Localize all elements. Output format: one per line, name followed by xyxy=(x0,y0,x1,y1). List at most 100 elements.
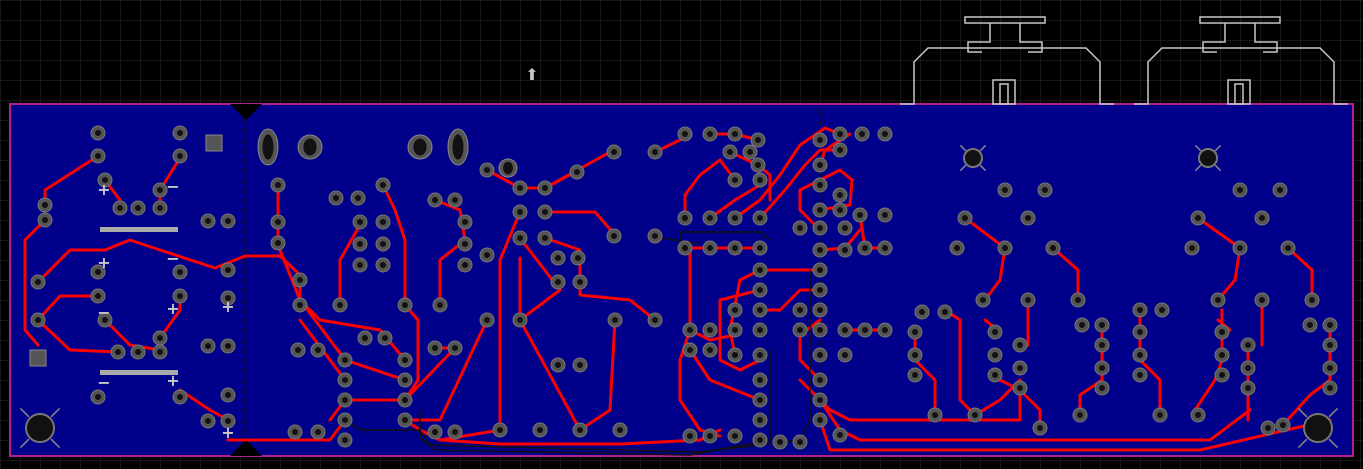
pad-hole xyxy=(817,287,823,293)
pad-hole xyxy=(177,153,183,159)
plus-sign: + xyxy=(97,253,110,272)
pad-hole xyxy=(157,335,163,341)
mounting-hole-mark xyxy=(979,144,987,152)
pad-hole xyxy=(577,427,583,433)
pad-hole xyxy=(912,329,918,335)
pad-hole xyxy=(817,417,823,423)
pad-hole xyxy=(1307,322,1313,328)
mounting-hole-mark xyxy=(1328,438,1339,449)
pad-hole xyxy=(1285,245,1291,251)
pad-hole xyxy=(402,377,408,383)
minus-sign: − xyxy=(97,373,110,392)
pad-hole xyxy=(1219,329,1225,335)
pad-hole xyxy=(817,162,823,168)
pad-hole xyxy=(797,225,803,231)
pad-hole xyxy=(1327,385,1333,391)
pad-hole xyxy=(732,352,738,358)
pad-hole xyxy=(297,302,303,308)
pad-hole xyxy=(611,149,617,155)
pad-hole xyxy=(617,427,623,433)
pad-hole xyxy=(1002,245,1008,251)
mounting-hole-mark xyxy=(1328,407,1339,418)
pad-hole xyxy=(842,247,848,253)
pad-hole xyxy=(1280,422,1286,428)
pad-hole xyxy=(1215,297,1221,303)
pad-hole xyxy=(342,397,348,403)
pad-hole xyxy=(1099,385,1105,391)
silkscreen-symbols: + − + − − + − + + + xyxy=(97,177,234,442)
pad-hole xyxy=(382,335,388,341)
pad-hole xyxy=(452,345,458,351)
mounting-hole-mark xyxy=(50,438,61,449)
pad-hole xyxy=(1137,329,1143,335)
pad-hole xyxy=(157,187,163,193)
pad-hole xyxy=(1189,245,1195,251)
pad-hole xyxy=(1265,425,1271,431)
pad-hole xyxy=(102,177,108,183)
pad-hole xyxy=(992,372,998,378)
pad-hole xyxy=(682,245,688,251)
pad-hole xyxy=(1245,365,1251,371)
pad-hole xyxy=(102,317,108,323)
pad-hole xyxy=(707,347,713,353)
pad-hole xyxy=(707,327,713,333)
pad-hole xyxy=(1219,352,1225,358)
pad-hole xyxy=(1219,372,1225,378)
pad-hole xyxy=(177,269,183,275)
pad-hole xyxy=(817,207,823,213)
pad-hole xyxy=(432,197,438,203)
pad-hole xyxy=(275,219,281,225)
pad-hole xyxy=(755,137,761,143)
pad-hole xyxy=(1195,412,1201,418)
pad-hole xyxy=(757,377,763,383)
plus-sign: + xyxy=(221,297,234,316)
pad-hole xyxy=(817,377,823,383)
pad-hole xyxy=(962,215,968,221)
pad-hole xyxy=(1327,365,1333,371)
pad-hole xyxy=(912,352,918,358)
pad-hole xyxy=(882,212,888,218)
pad-hole xyxy=(817,352,823,358)
pad-hole xyxy=(797,439,803,445)
pad-hole xyxy=(484,252,490,258)
connector-hole xyxy=(503,161,513,175)
pad-hole xyxy=(882,131,888,137)
pad-hole xyxy=(1327,322,1333,328)
pad-hole xyxy=(555,362,561,368)
pad-hole xyxy=(555,255,561,261)
pad-hole xyxy=(707,433,713,439)
pad-hole xyxy=(611,233,617,239)
pad-hole xyxy=(577,279,583,285)
pad-hole xyxy=(292,429,298,435)
pad-hole xyxy=(362,335,368,341)
mounting-hole-mark xyxy=(19,438,30,449)
pad-hole xyxy=(432,345,438,351)
pad-hole xyxy=(757,215,763,221)
pad-hole xyxy=(380,219,386,225)
pad-hole xyxy=(687,347,693,353)
pad-hole xyxy=(980,297,986,303)
pad-hole xyxy=(817,137,823,143)
pad-hole xyxy=(542,185,548,191)
pad-hole xyxy=(177,130,183,136)
mounting-hole xyxy=(1198,148,1218,168)
pad-hole xyxy=(1050,245,1056,251)
pad-hole xyxy=(333,195,339,201)
capacitor-silkscreen xyxy=(100,227,178,375)
pad-hole xyxy=(205,343,211,349)
pad-hole xyxy=(757,307,763,313)
pad-hole xyxy=(225,392,231,398)
mounting-hole xyxy=(1303,413,1333,443)
pad-hole xyxy=(574,169,580,175)
pad-hole xyxy=(157,205,163,211)
minus-sign: − xyxy=(166,177,179,196)
pad-hole xyxy=(882,245,888,251)
pad-hole xyxy=(357,241,363,247)
pad-hole xyxy=(315,347,321,353)
pad-hole xyxy=(817,182,823,188)
pad-hole xyxy=(95,130,101,136)
pad-hole xyxy=(837,131,843,137)
pad-hole xyxy=(1259,297,1265,303)
